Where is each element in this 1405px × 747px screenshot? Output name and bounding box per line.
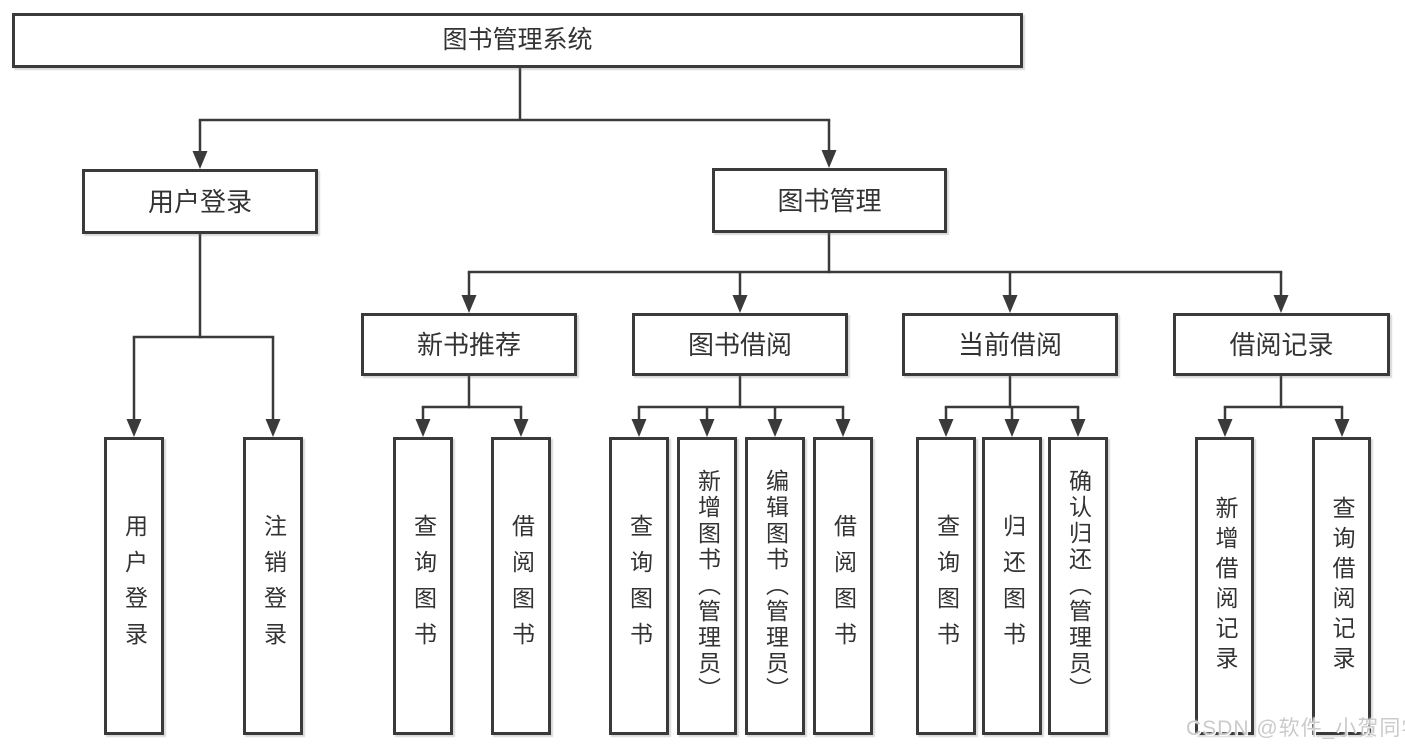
node-leaf-query-books-borrowing: 查询图书 [609, 437, 669, 735]
watermark: CSDN @软件_小贺同学 [1186, 717, 1405, 740]
node-leaf-query-borrow-record: 查询借阅记录 [1312, 437, 1371, 735]
node-leaf-borrow-books: 借阅图书 [813, 437, 873, 735]
node-leaf-borrow-books-recommend: 借阅图书 [491, 437, 551, 735]
node-leaf-user-login: 用户登录 [104, 437, 164, 735]
node-book-management: 图书管理 [712, 168, 947, 233]
node-current-borrowing: 当前借阅 [902, 313, 1118, 376]
node-book-borrowing: 图书借阅 [632, 313, 848, 376]
node-new-book-recommendation: 新书推荐 [361, 313, 577, 376]
node-user-login: 用户登录 [82, 169, 318, 234]
node-leaf-logout-login: 注销登录 [243, 437, 303, 735]
node-borrowing-records: 借阅记录 [1173, 313, 1390, 376]
node-leaf-query-books-current: 查询图书 [916, 437, 976, 735]
node-leaf-confirm-return-admin: 确认归还（管理员） [1048, 437, 1108, 735]
node-leaf-return-books: 归还图书 [982, 437, 1042, 735]
node-leaf-add-books-admin: 新增图书（管理员） [677, 437, 737, 735]
node-leaf-edit-books-admin: 编辑图书（管理员） [745, 437, 805, 735]
node-leaf-query-books-recommend: 查询图书 [393, 437, 453, 735]
node-library-management-system: 图书管理系统 [12, 13, 1023, 68]
node-leaf-add-borrow-record: 新增借阅记录 [1195, 437, 1254, 735]
